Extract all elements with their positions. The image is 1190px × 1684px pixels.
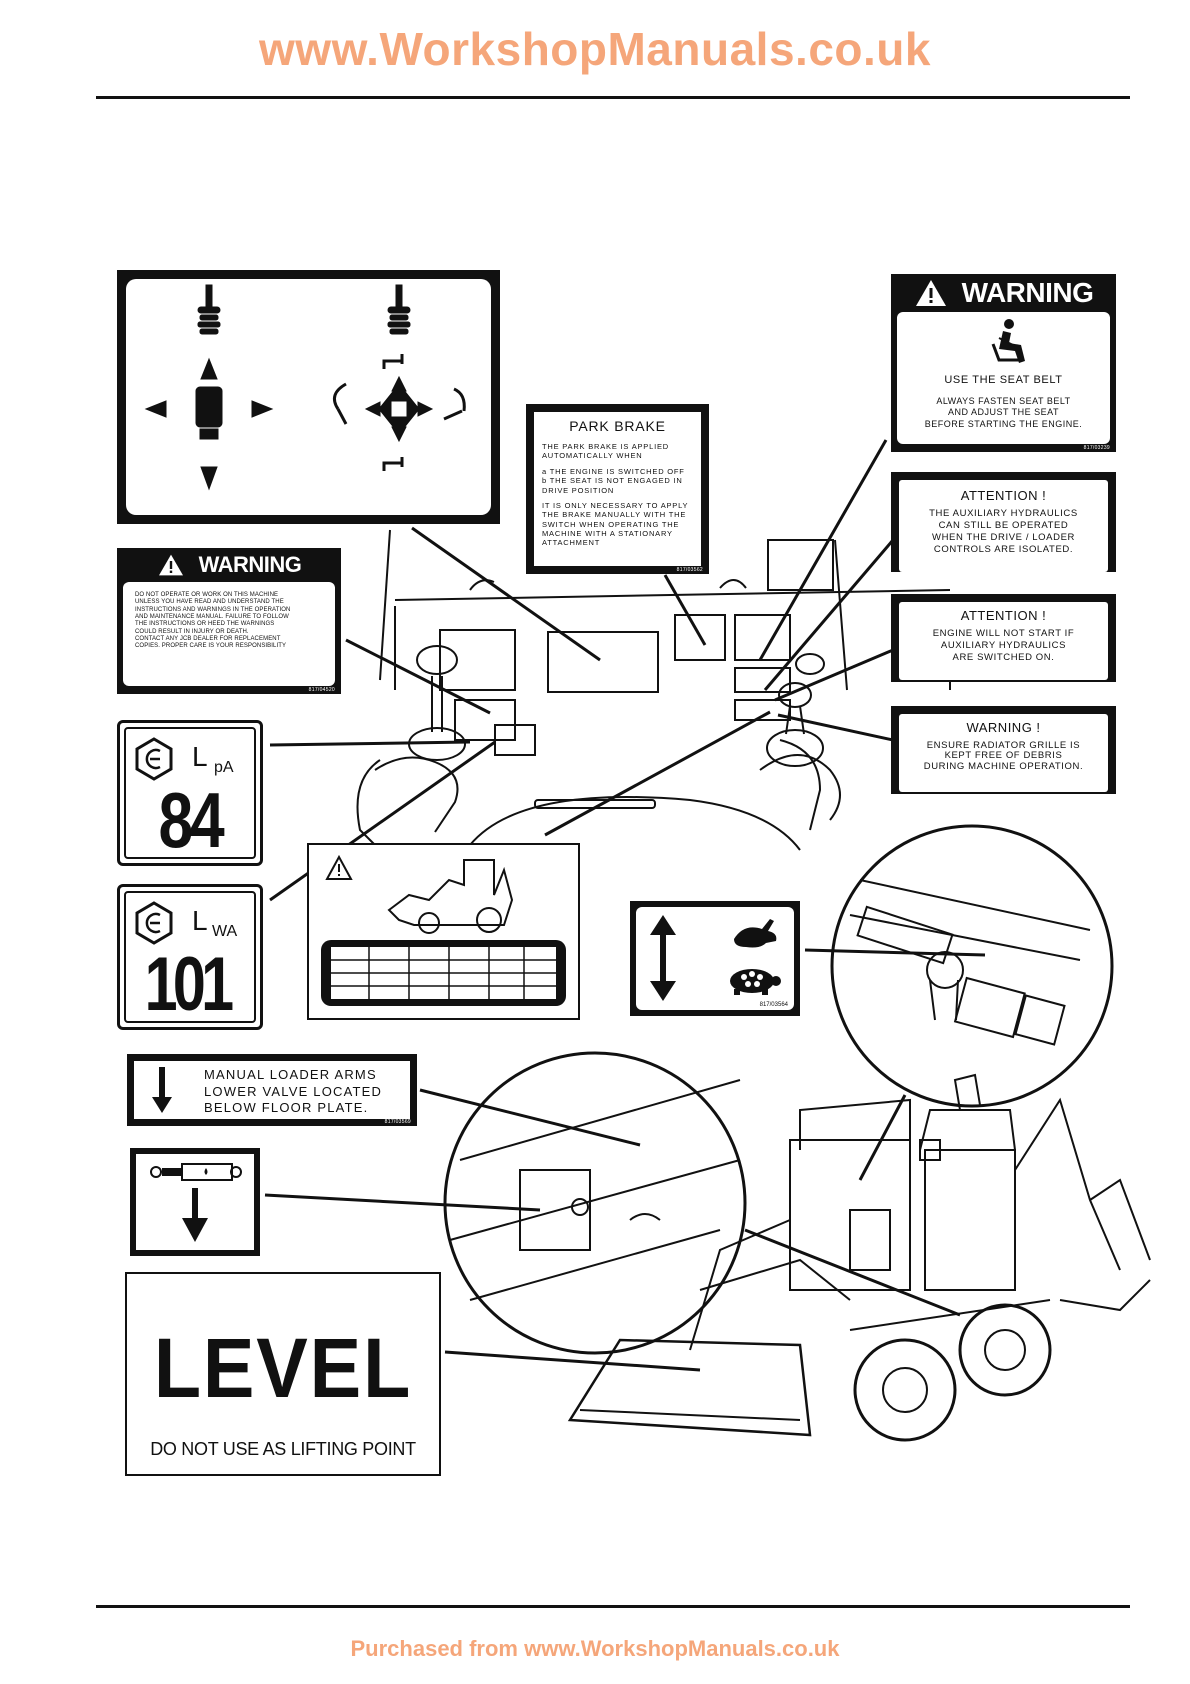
park-brake-part-number: 817/03562: [676, 567, 703, 573]
park-brake-line2: a THE ENGINE IS SWITCHED OFF b THE SEAT …: [542, 466, 685, 495]
park-brake-title: PARK BRAKE: [569, 418, 666, 434]
noise-lwa-decal: L WA 101: [117, 884, 263, 1030]
park-brake-line3: IT IS ONLY NECESSARY TO APPLY THE BRAKE …: [542, 500, 689, 548]
seat-belt-title: USE THE SEAT BELT: [944, 374, 1063, 386]
warning-manual-decal: WARNING DO NOT OPERATE OR WORK ON THIS M…: [117, 548, 341, 694]
tortoise-icon: [730, 969, 781, 995]
attention-aux-hydraulics-decal: ATTENTION ! THE AUXILIARY HYDRAULICS CAN…: [891, 472, 1116, 572]
hydraulic-ram-decal: [130, 1148, 260, 1256]
noise-lpa-decal: L pA 84: [117, 720, 263, 866]
warning-radiator-title: WARNING !: [966, 720, 1041, 735]
level-subtitle: DO NOT USE AS LIFTING POINT: [150, 1439, 416, 1459]
warning-manual-part-number: 817/04520: [308, 687, 335, 693]
arrow-down-icon: [152, 1067, 172, 1113]
level-decal: LEVEL DO NOT USE AS LIFTING POINT: [125, 1272, 441, 1476]
seat-belt-warning-header: WARNING: [961, 277, 1094, 308]
watermark-header: www.WorkshopManuals.co.uk: [259, 23, 931, 75]
load-chart-icon: [321, 854, 566, 1006]
lwa-value: 101: [144, 942, 235, 1027]
header-rule: [96, 96, 1130, 99]
leader-lines: [264, 439, 986, 1372]
level-title: LEVEL: [153, 1321, 413, 1415]
hexagon-ce-icon: [135, 901, 173, 945]
load-chart-decal: [307, 843, 580, 1020]
attention-aux-body: THE AUXILIARY HYDRAULICS CAN STILL BE OP…: [929, 508, 1078, 555]
manual-loader-arms-part-number: 817/03569: [384, 1119, 411, 1125]
hexagon-ce-icon: [135, 737, 173, 781]
lpa-subscript: pA: [214, 759, 234, 776]
lpa-value: 84: [158, 776, 224, 864]
manual-loader-arms-body: MANUAL LOADER ARMS LOWER VALVE LOCATED B…: [204, 1067, 383, 1116]
footer-rule: [96, 1605, 1130, 1608]
warning-triangle-icon: [158, 554, 183, 576]
manual-loader-arms-decal: MANUAL LOADER ARMS LOWER VALVE LOCATED B…: [127, 1054, 417, 1126]
attention-engine-decal: ATTENTION ! ENGINE WILL NOT START IF AUX…: [891, 594, 1116, 682]
warning-triangle-icon: [915, 280, 946, 306]
attention-engine-body: ENGINE WILL NOT START IF AUXILIARY HYDRA…: [932, 628, 1075, 663]
seated-operator-icon: [991, 319, 1025, 363]
backhoe-loader-illustration: [567, 1073, 1151, 1442]
switch-detail-circle: [830, 824, 1114, 1108]
rabbit-icon: [734, 919, 777, 948]
floor-plate-detail-circle: [443, 1051, 747, 1355]
attention-aux-title: ATTENTION !: [960, 488, 1047, 503]
warning-radiator-decal: WARNING ! ENSURE RADIATOR GRILLE IS KEPT…: [891, 706, 1116, 794]
park-brake-decal: PARK BRAKE THE PARK BRAKE IS APPLIED AUT…: [526, 404, 709, 574]
joystick-pattern-decal: [117, 270, 500, 524]
seat-belt-warning-decal: WARNING USE THE SEAT BELT ALWAYS FASTEN …: [891, 274, 1116, 452]
warning-radiator-body: ENSURE RADIATOR GRILLE IS KEPT FREE OF D…: [923, 740, 1084, 772]
park-brake-line1: THE PARK BRAKE IS APPLIED AUTOMATICALLY …: [542, 442, 669, 461]
double-arrow-icon: [650, 915, 676, 1001]
hydraulic-ram-icon: [150, 1163, 242, 1242]
joystick-pattern-icon: [144, 284, 466, 491]
lwa-subscript: WA: [212, 923, 238, 940]
lpa-symbol: L: [192, 741, 208, 772]
watermark-footer: Purchased from www.WorkshopManuals.co.uk: [350, 1636, 840, 1661]
speed-range-decal: 817/03564: [630, 901, 800, 1016]
seat-belt-part-number: 817/03239: [1083, 445, 1110, 451]
warning-manual-body: DO NOT OPERATE OR WORK ON THIS MACHINE U…: [135, 592, 291, 650]
warning-manual-header: WARNING: [198, 552, 302, 577]
speed-part-number: 817/03564: [759, 1002, 788, 1008]
seat-belt-body: ALWAYS FASTEN SEAT BELT AND ADJUST THE S…: [924, 396, 1083, 429]
lwa-symbol: L: [192, 905, 208, 936]
attention-engine-title: ATTENTION !: [960, 608, 1047, 623]
